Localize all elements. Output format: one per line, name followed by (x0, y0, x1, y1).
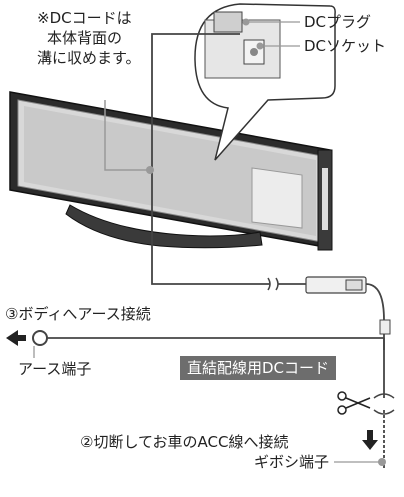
label-step2: ②切断してお車のACC線へ接続 (80, 433, 289, 451)
label-earth-terminal: アース端子 (18, 360, 92, 378)
label-gibosi-terminal: ギボシ端子 (254, 453, 330, 471)
note-line-2: 本体背面の (47, 29, 123, 47)
label-dc-plug: DCプラグ (304, 13, 372, 31)
acc-wire (334, 338, 395, 470)
magnifier-bubble (194, 3, 336, 161)
dc-plug-icon (213, 11, 243, 33)
note-leader (104, 100, 148, 171)
down-arrow-icon (362, 430, 378, 450)
note-line-1: ※DCコードは (37, 9, 132, 27)
device-body (9, 91, 333, 251)
mount-bracket (65, 204, 263, 249)
label-dc-cord: 直結配線用DCコード (180, 356, 337, 380)
gibosi-marker (378, 458, 386, 466)
note-marker (146, 166, 154, 174)
dc-cord-path (151, 33, 391, 350)
display-window (251, 167, 303, 229)
label-step3: ③ボディへアース接続 (5, 305, 151, 323)
scissors-icon (337, 391, 371, 415)
earth-wire (6, 330, 384, 358)
brand-badge (322, 168, 328, 230)
label-dc-socket: DCソケット (304, 37, 387, 55)
note-line-3: 溝に収めます。 (37, 49, 141, 67)
